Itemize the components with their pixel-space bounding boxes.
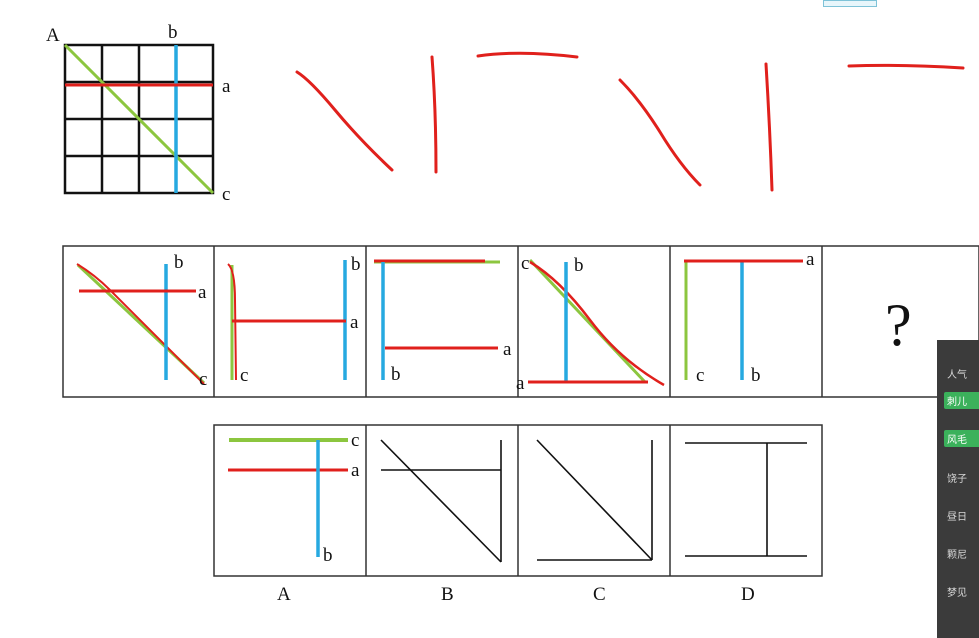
top-badge: [823, 0, 877, 7]
side-panel: 人气 刺儿 风毛 饶子 昼日 颗尼 梦见: [937, 340, 979, 638]
option-D-letter[interactable]: D: [741, 584, 755, 605]
panel1-label-a: a: [198, 282, 207, 303]
sequence-panel-1: b a c: [76, 252, 207, 390]
panel4-label-b: b: [574, 255, 584, 276]
option-C-figure[interactable]: [536, 439, 653, 561]
stroke-vertical-1: [430, 55, 438, 174]
optionA-label-c: c: [351, 430, 359, 451]
panel5-label-c: c: [696, 365, 704, 386]
sequence-panel-3: a b: [374, 259, 512, 385]
option-B-figure[interactable]: [380, 439, 502, 563]
panel1-label-c: c: [199, 369, 207, 390]
side-item-3[interactable]: 饶子: [947, 474, 967, 485]
option-C-letter[interactable]: C: [593, 584, 606, 605]
panel5-label-b: b: [751, 365, 761, 386]
grid-label-a: a: [222, 76, 231, 97]
grid-label-b: b: [168, 22, 178, 43]
panel2-label-b: b: [351, 254, 361, 275]
panel2-label-c: c: [240, 365, 248, 386]
side-item-5[interactable]: 颗尼: [947, 550, 967, 561]
option-A-figure[interactable]: c a b: [228, 430, 360, 566]
option-A-letter[interactable]: A: [277, 584, 291, 605]
panel2-label-a: a: [350, 312, 359, 333]
grid-green-diagonal: [63, 43, 215, 195]
grid-label-c: c: [222, 184, 230, 205]
optionA-label-a: a: [351, 460, 360, 481]
panel3-label-b: b: [391, 364, 401, 385]
reference-grid: A b a c: [46, 22, 231, 205]
stroke-diagonal-1: [295, 70, 394, 172]
side-item-1[interactable]: 刺儿: [944, 392, 979, 409]
panel3-label-a: a: [503, 339, 512, 360]
panel5-label-a: a: [806, 249, 815, 270]
panel1-label-b: b: [174, 252, 184, 273]
handwritten-strokes: [295, 51, 965, 192]
stroke-horizontal-1: [476, 51, 579, 59]
stroke-diagonal-2: [618, 78, 702, 187]
side-item-6[interactable]: 梦见: [947, 588, 967, 599]
grid-label-A: A: [46, 25, 60, 46]
option-D-figure[interactable]: [685, 442, 807, 557]
side-item-4[interactable]: 昼日: [947, 512, 967, 523]
question-mark: ?: [885, 292, 912, 358]
sequence-panel-5: a c b: [684, 249, 815, 386]
panel4-label-c: c: [521, 253, 529, 274]
panel4-label-a: a: [516, 373, 525, 394]
optionA-label-b: b: [323, 545, 333, 566]
options-row: c a b A B C D: [213, 424, 823, 605]
side-item-2[interactable]: 风毛: [944, 430, 979, 447]
sequence-panel-4: c b a: [516, 253, 665, 394]
stroke-horizontal-2: [847, 63, 965, 70]
option-B-letter[interactable]: B: [441, 584, 454, 605]
side-item-0[interactable]: 人气: [947, 370, 967, 381]
sequence-row: b a c b a c a b c: [62, 245, 979, 398]
sequence-panel-2: b a c: [227, 254, 361, 386]
stroke-vertical-2: [764, 62, 774, 192]
